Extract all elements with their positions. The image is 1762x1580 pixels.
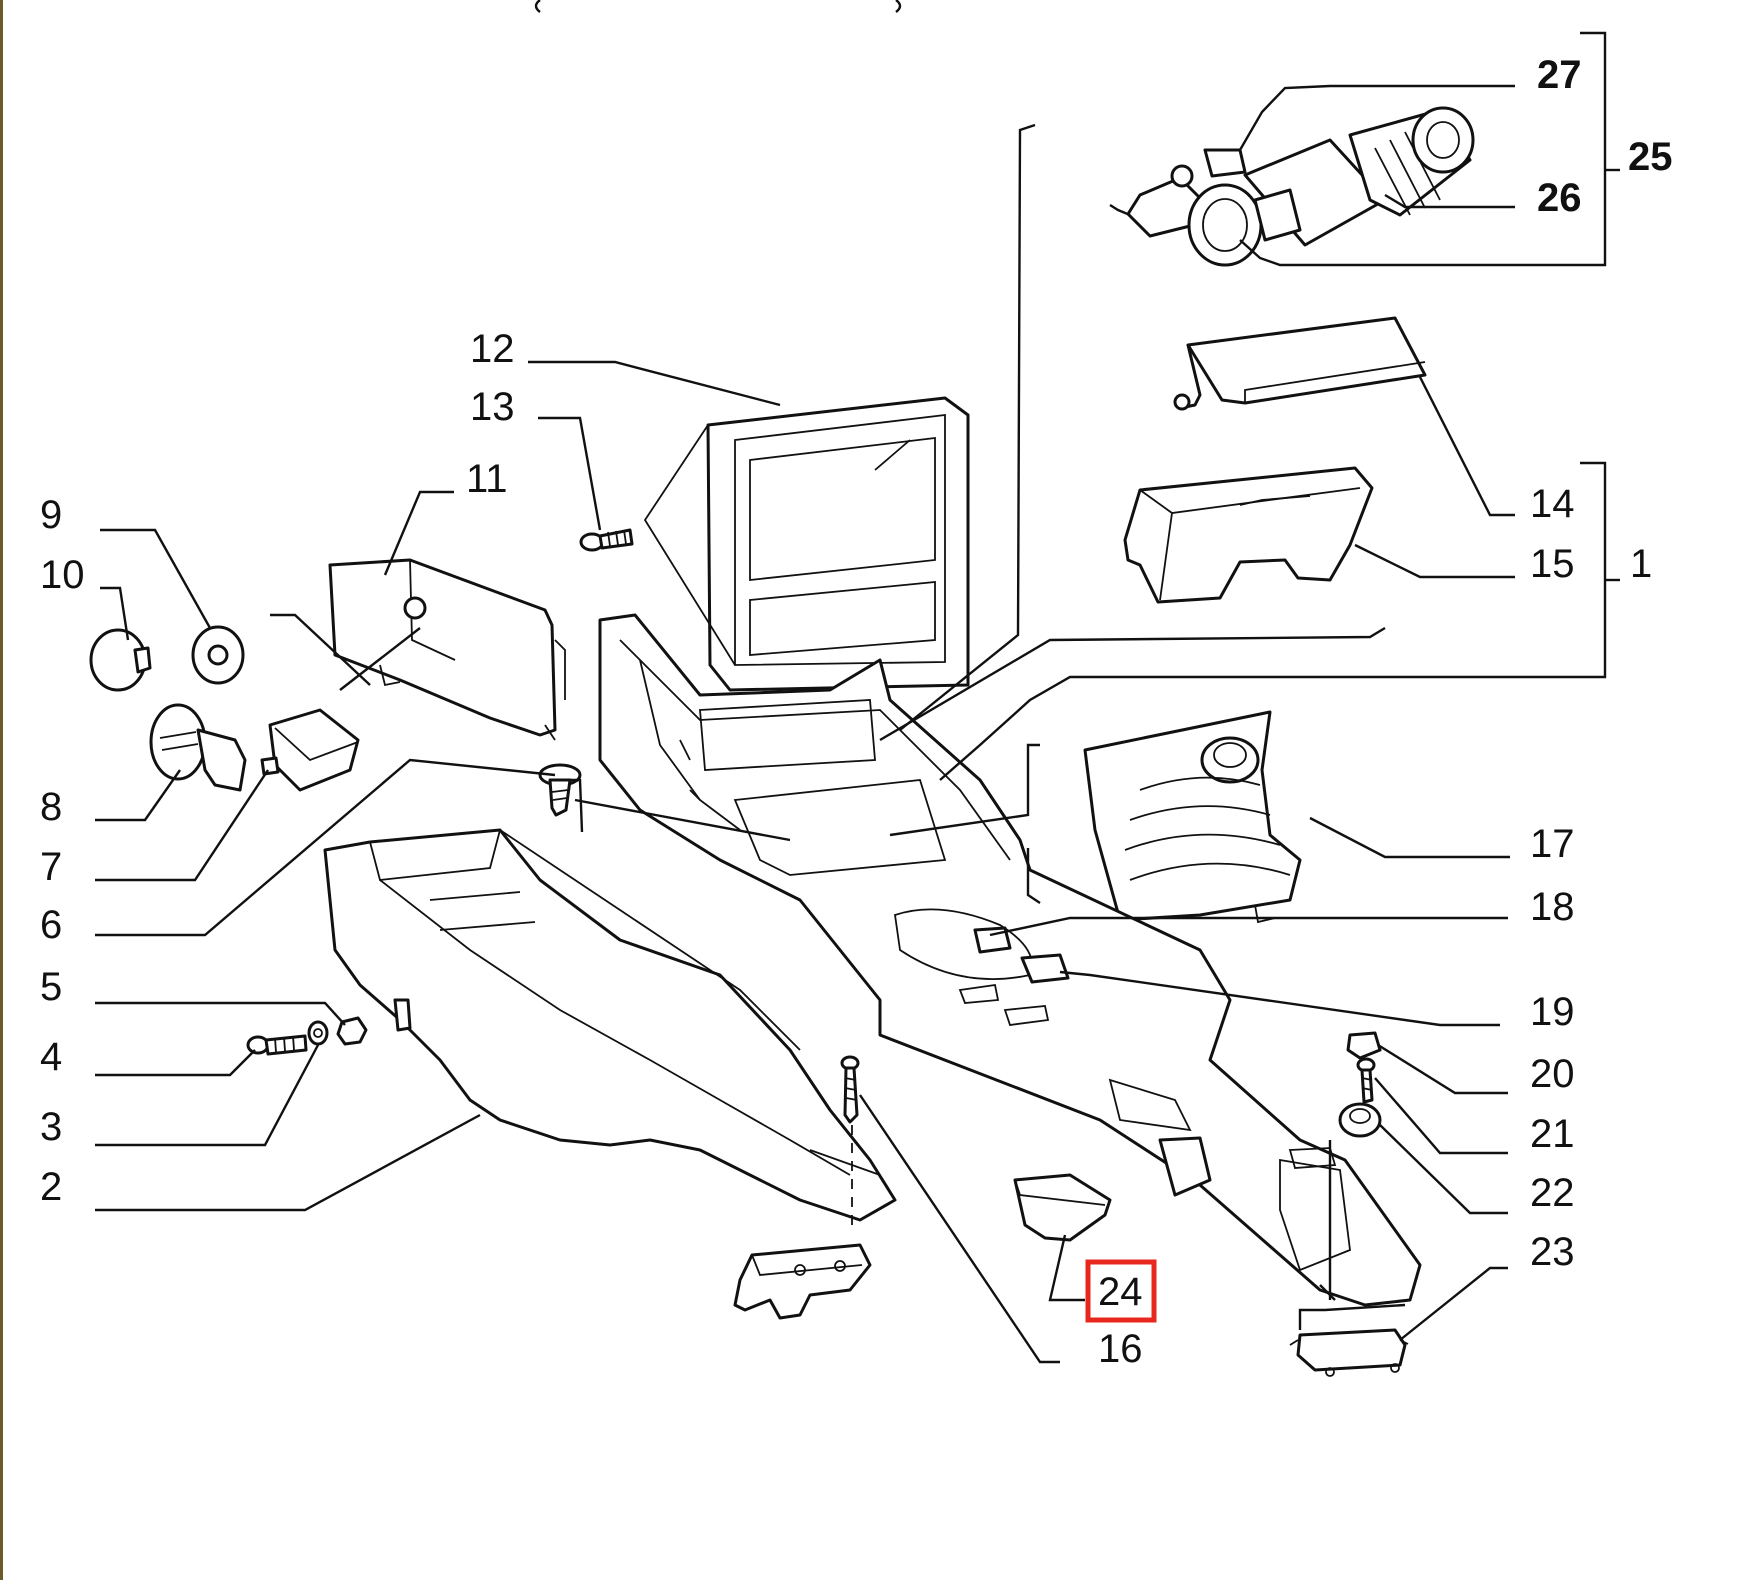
label-7: 7 (40, 845, 62, 889)
label-17: 17 (1530, 822, 1575, 866)
label-27: 27 (1537, 53, 1582, 97)
label-21: 21 (1530, 1112, 1575, 1156)
label-3: 3 (40, 1105, 62, 1149)
cigarette-lighter-assembly (1109, 106, 1475, 267)
tunnel-console (598, 613, 1422, 1307)
label-2: 2 (40, 1165, 62, 1209)
screw-4 (246, 1034, 308, 1056)
label-16: 16 (1098, 1327, 1143, 1371)
label-13: 13 (470, 385, 515, 429)
ashtray-body (1123, 466, 1374, 604)
heading-fragment (534, 0, 902, 13)
switch-7 (260, 708, 360, 792)
label-6: 6 (40, 903, 62, 947)
label-5: 5 (40, 965, 62, 1009)
gear-lever-boot (1083, 710, 1302, 937)
label-25: 25 (1628, 135, 1673, 179)
push-button-10 (89, 628, 152, 692)
highlight-box-24 (1085, 1259, 1157, 1323)
label-24: 24 (1098, 1270, 1143, 1314)
label-4: 4 (40, 1035, 62, 1079)
label-12: 12 (470, 327, 515, 371)
label-20: 20 (1530, 1052, 1575, 1096)
radio-surround-frame (643, 396, 970, 692)
callout-labels: 27 25 26 12 13 11 9 10 14 15 1 8 7 6 5 4… (40, 53, 1673, 1371)
label-10: 10 (40, 553, 85, 597)
label-22: 22 (1530, 1171, 1575, 1215)
rubber-buffer-22 (1338, 1102, 1382, 1138)
storage-cover-panel (328, 558, 566, 741)
grommet-9 (191, 625, 245, 685)
lower-console-body (323, 828, 897, 1222)
label-14: 14 (1530, 482, 1575, 526)
label-11: 11 (466, 457, 508, 501)
label-19: 19 (1530, 990, 1575, 1034)
label-18: 18 (1530, 885, 1575, 929)
screw-16 (840, 1055, 860, 1230)
label-15: 15 (1530, 542, 1575, 586)
washer-3 (307, 1020, 329, 1046)
leader-lines (95, 31, 1620, 1364)
label-26: 26 (1537, 176, 1582, 220)
left-edge-border (0, 0, 3, 1580)
screw-13 (579, 528, 634, 552)
cap-20 (1346, 1031, 1382, 1060)
label-23: 23 (1530, 1230, 1575, 1274)
push-clip-6 (538, 763, 582, 817)
plug-cover-23 (1289, 1328, 1409, 1377)
label-1: 1 (1630, 542, 1652, 586)
label-8: 8 (40, 785, 62, 829)
label-9: 9 (40, 493, 62, 537)
mounting-bracket (733, 1243, 872, 1320)
ashtray-lid (1173, 316, 1427, 411)
screw-21 (1356, 1057, 1376, 1104)
rotary-knob-8 (149, 703, 247, 792)
cap-cover-24 (1013, 1173, 1112, 1242)
